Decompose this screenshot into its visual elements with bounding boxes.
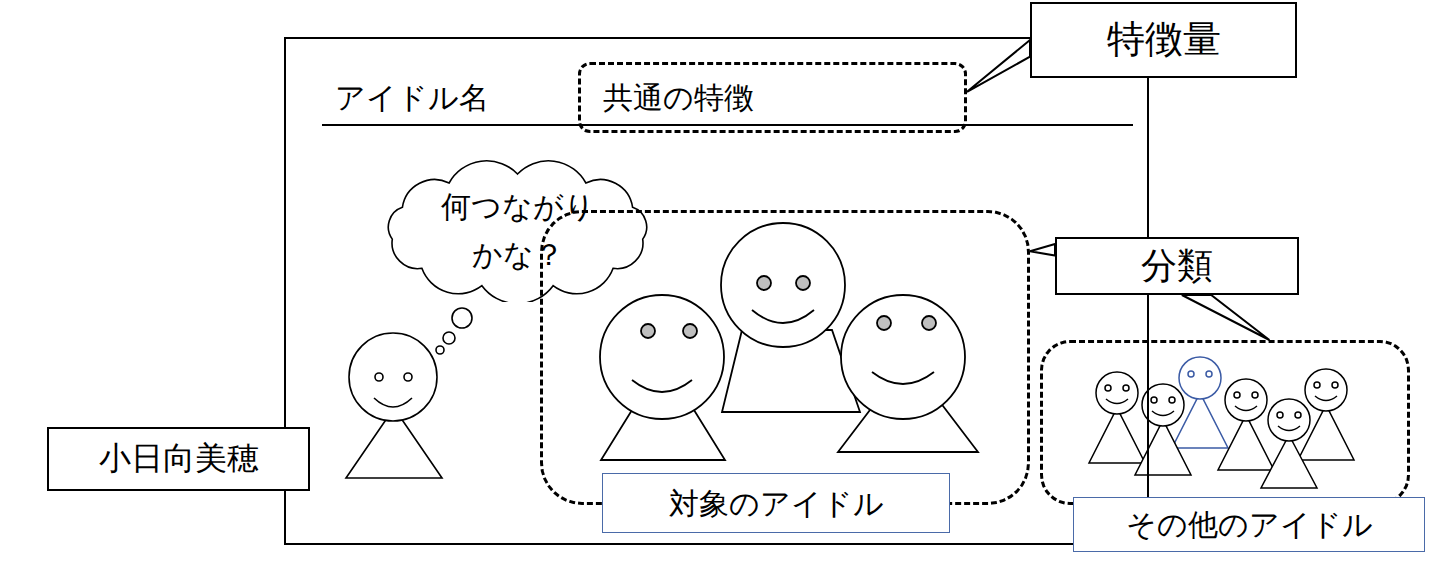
target-idols <box>600 223 978 460</box>
node-text: 分類 <box>1141 243 1213 290</box>
group-region: その他のアイドル <box>1040 340 1410 505</box>
callout-tail <box>1182 295 1270 340</box>
callout-tail <box>967 40 1030 92</box>
cloud-outline <box>375 160 660 302</box>
other-idols <box>1089 357 1354 488</box>
feature-box: 共通の特徴 <box>578 62 967 133</box>
frame-box: アイドル名共通の特徴何つながり かな？対象のアイドル <box>284 37 1149 545</box>
thought-bubbles <box>436 308 472 354</box>
header-rule <box>322 124 1133 126</box>
thought-cloud: 何つながり かな？ <box>375 160 660 302</box>
node-text: アイドル名 <box>335 78 489 117</box>
callout-tail <box>1030 244 1055 256</box>
node-text: 共通の特徴 <box>603 78 754 117</box>
cloud-shape <box>388 161 646 302</box>
person-figure <box>346 333 442 478</box>
node-text: その他のアイドル <box>1126 505 1373 544</box>
callout-box: 小日向美穂 <box>47 427 310 491</box>
node-text: 何つながり かな？ <box>434 183 602 279</box>
node-text: 特徴量 <box>1107 15 1221 64</box>
callout-box: 分類 <box>1055 237 1299 295</box>
group-region: 対象のアイドル <box>540 210 1030 505</box>
label-box: その他のアイドル <box>1073 497 1425 552</box>
label-box: 対象のアイドル <box>602 473 950 533</box>
callout-box: 特徴量 <box>1030 2 1297 78</box>
node-text: 対象のアイドル <box>669 484 884 523</box>
node-text: 小日向美穂 <box>99 438 259 480</box>
